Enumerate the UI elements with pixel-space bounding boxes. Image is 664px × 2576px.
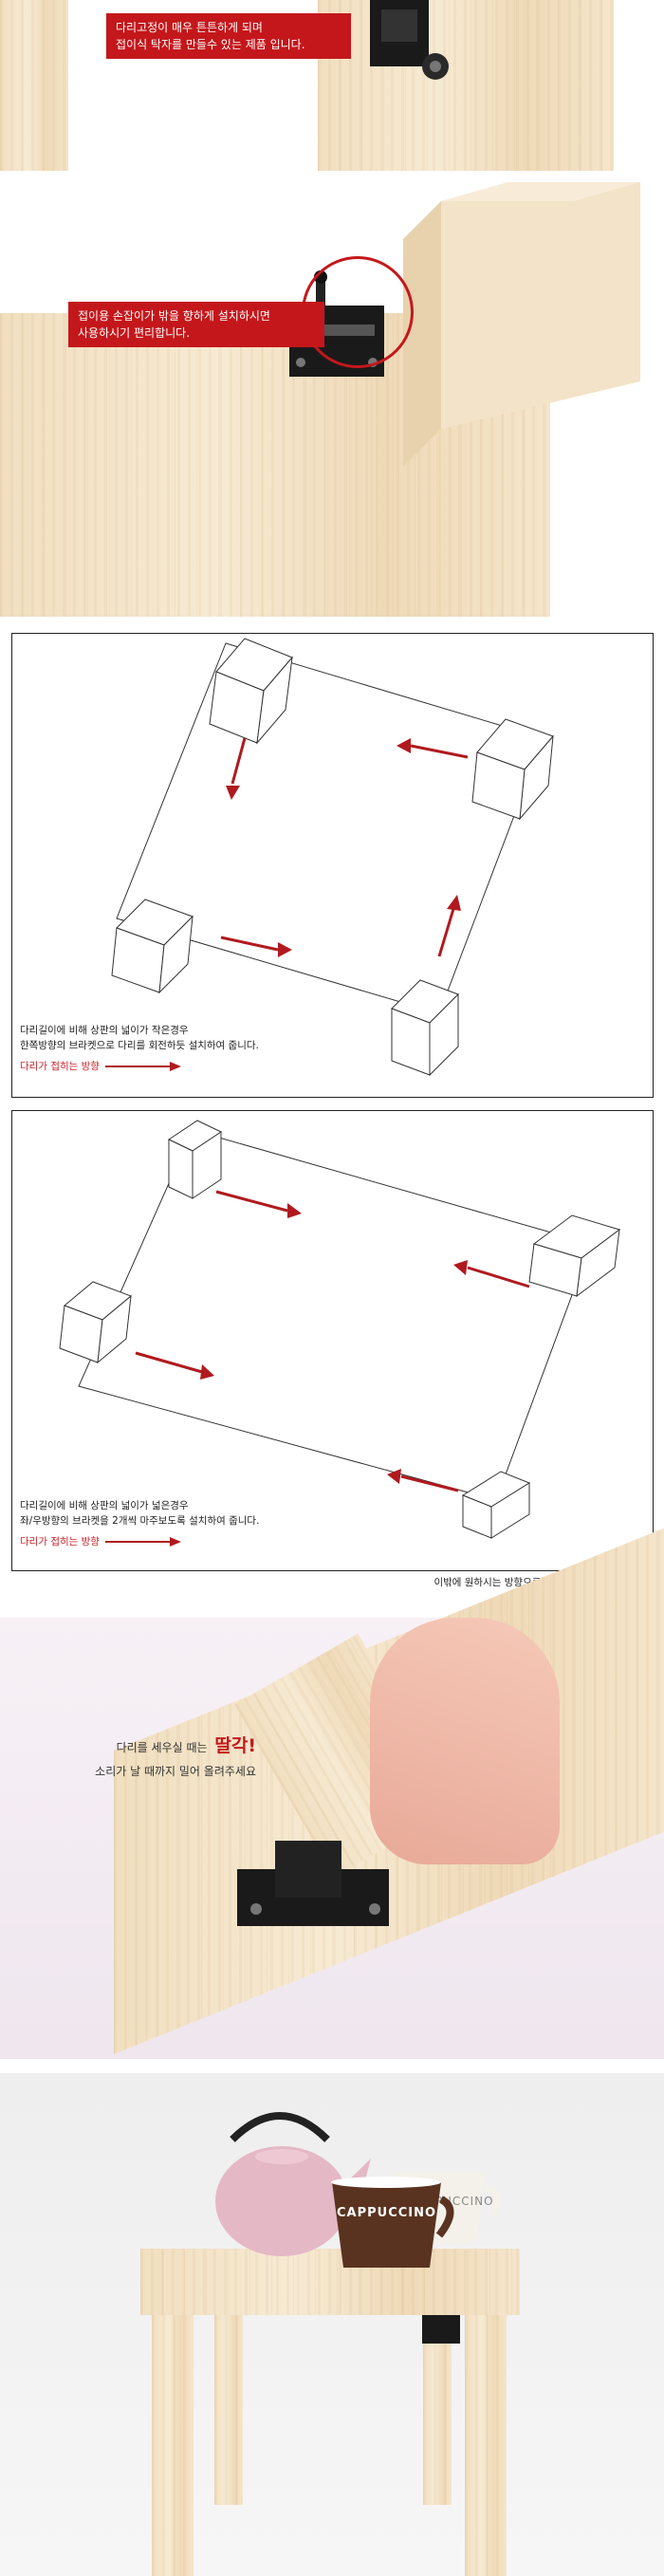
- caption-box-corner: 접이용 손잡이가 밖을 향하게 설치하시면 사용하시기 편리합니다.: [68, 302, 324, 347]
- diagram-panel-1: 다리길이에 비해 상판의 넓이가 작은경우 한쪽방향의 브라켓으로 다리를 회전…: [11, 633, 654, 1098]
- diagram-1-line2: 한쪽방향의 브라켓으로 다리를 회전하듯 설치하여 줍니다.: [20, 1040, 259, 1051]
- section-3-line1-prefix: 다리를 세우실 때는: [116, 1741, 208, 1754]
- diagram-1-text: 다리길이에 비해 상판의 넓이가 작은경우 한쪽방향의 브라켓으로 다리를 회전…: [20, 1023, 513, 1074]
- leg-block-right: [471, 718, 554, 821]
- bracket-illustration-top: [370, 0, 449, 80]
- diagram-2-legend-label: 다리가 접히는 방향: [20, 1536, 100, 1547]
- leg-block-br2: [461, 1471, 531, 1539]
- leg-block-topleft: [209, 638, 293, 745]
- photo-corner-bracket: 접이용 손잡이가 밖을 향하게 설치하시면 사용하시기 편리합니다.: [0, 182, 664, 619]
- diagram-2-line1: 다리길이에 비해 상판의 넓이가 넓은경우: [20, 1500, 189, 1511]
- photo-top-wood-legs: 다리고정이 매우 튼튼하게 되며 접이식 탁자를 만들수 있는 제품 입니다.: [0, 0, 664, 171]
- left-leg-wood: [0, 0, 68, 171]
- caption-top-line2: 접이식 탁자를 만들수 있는 제품 입니다.: [116, 38, 305, 51]
- section-3-text: 다리를 세우실 때는 딸각! 소리가 날 때까지 밀어 올려주세요: [28, 1732, 256, 1779]
- hand: [370, 1618, 560, 1864]
- caption-box-top: 다리고정이 매우 튼튼하게 되며 접이식 탁자를 만들수 있는 제품 입니다.: [106, 13, 351, 59]
- diagram-2-legend: 다리가 접히는 방향: [20, 1534, 513, 1549]
- table-leg-left: [152, 2315, 194, 2576]
- diagram-1-line1: 다리길이에 비해 상판의 넓이가 작은경우: [20, 1025, 189, 1036]
- leg-block-l2: [59, 1281, 132, 1364]
- legend-arrow-icon-2: [104, 1537, 181, 1547]
- diagram-2-text: 다리길이에 비해 상판의 넓이가 넓은경우 좌/우방향의 브라켓을 2개씩 마주…: [20, 1498, 513, 1549]
- caption-top-line1: 다리고정이 매우 튼튼하게 되며: [116, 21, 263, 34]
- diagram-panel-2: 다리길이에 비해 상판의 넓이가 넓은경우 좌/우방향의 브라켓을 2개씩 마주…: [11, 1110, 654, 1571]
- cup-front-label: CAPPUCCINO: [337, 2206, 437, 2220]
- leg-block-bottomright: [391, 979, 459, 1077]
- cup-front-illustration: [331, 2177, 454, 2268]
- leg-block-bottomleft: [111, 899, 194, 994]
- caption-corner-line1: 접이용 손잡이가 밖을 향하게 설치하시면: [78, 309, 270, 323]
- bracket-illustration-bottom: [237, 1841, 389, 1926]
- fold-arrows-2: [135, 1190, 530, 1492]
- diagram-2-drawing: [59, 1120, 621, 1539]
- section-3-emphasis: 딸각!: [214, 1735, 256, 1756]
- table-leg-right: [465, 2315, 507, 2576]
- photo-table-teapot: CAPPUCCINO CAPPUCCINO: [0, 2073, 664, 2576]
- leg-block-illustration: [403, 182, 640, 467]
- bracket-illustration-table: [422, 2315, 460, 2344]
- table-top: [140, 2249, 520, 2315]
- diagram-1-legend-label: 다리가 접히는 방향: [20, 1061, 100, 1072]
- section-3-line2: 소리가 날 때까지 밀어 올려주세요: [95, 1765, 256, 1778]
- leg-block-r2: [528, 1214, 621, 1298]
- fold-arrows: [220, 737, 469, 957]
- table-leg-back-left: [214, 2315, 243, 2505]
- diagram-1-drawing: [111, 638, 554, 1077]
- right-leg-wood: [318, 0, 614, 171]
- table-leg-back-right: [423, 2315, 452, 2505]
- legend-arrow-icon: [104, 1062, 181, 1071]
- caption-corner-line2: 사용하시기 편리합니다.: [78, 326, 191, 340]
- diagram-1-legend: 다리가 접히는 방향: [20, 1059, 513, 1074]
- diagram-2-line2: 좌/우방향의 브라켓을 2개씩 마주보도록 설치하여 줍니다.: [20, 1515, 260, 1527]
- photo-hand-leg: 다리를 세우실 때는 딸각! 소리가 날 때까지 밀어 올려주세요: [0, 1528, 664, 2059]
- leg-block-tl2: [167, 1120, 223, 1199]
